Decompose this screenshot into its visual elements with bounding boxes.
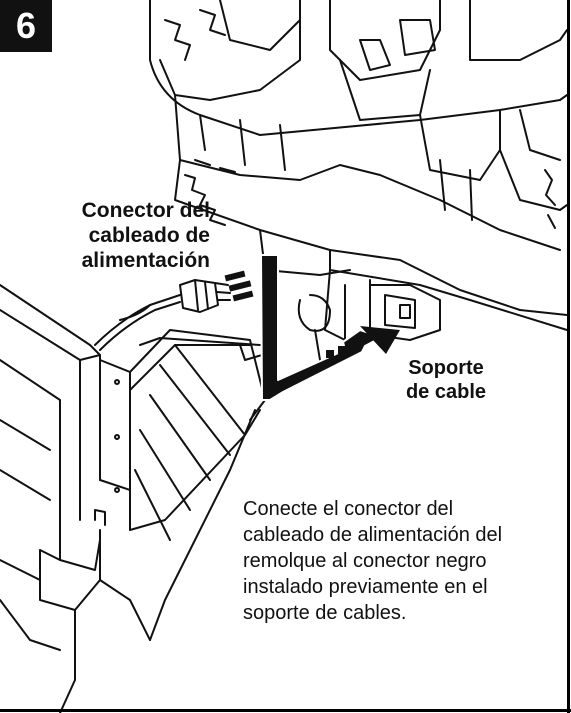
connection-arrow [224, 254, 400, 401]
instruction-line: Conecte el conector del [243, 498, 454, 520]
callout-line: Soporte [408, 357, 484, 379]
callout-line: cableado de [88, 224, 210, 247]
step-number-badge: 6 [0, 0, 52, 52]
instruction-line: soporte de cables. [243, 602, 407, 624]
callout-line: Conector del [81, 199, 210, 222]
callout-line: alimentación [81, 249, 210, 272]
instruction-text: Conecte el conector del cableado de alim… [243, 496, 543, 626]
instruction-line: remolque al conector negro [243, 550, 487, 572]
power-harness-connector-label: Conector del cableado de alimentación [40, 198, 210, 273]
frame-border-bottom [0, 709, 571, 712]
instruction-line: cableado de alimentación del [243, 524, 503, 546]
callout-line: de cable [405, 381, 487, 403]
trailer-illustration [0, 284, 266, 713]
cable-support-label: Soporte de cable [386, 356, 506, 404]
trailer-plug [179, 279, 231, 313]
frame-border-right [567, 0, 570, 713]
instruction-line: instalado previamente en el [243, 576, 488, 598]
vehicle-illustration [149, 0, 568, 361]
